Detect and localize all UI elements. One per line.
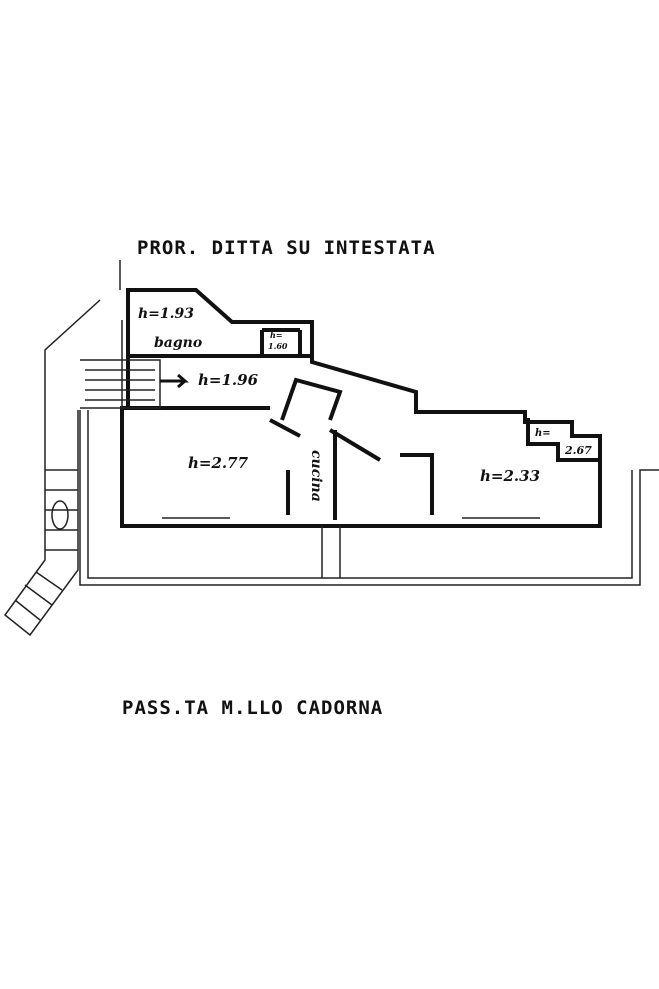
entry-arrow-icon [160, 373, 190, 389]
entry-height: h=1.96 [198, 371, 259, 389]
kitchen-label: cucina [308, 450, 324, 502]
right-room-height: h=2.33 [480, 467, 540, 485]
closet-height-value: 1.60 [268, 341, 288, 351]
living-room-height: h=2.77 [188, 454, 249, 472]
street-label: PASS.TA M.LLO CADORNA [122, 697, 383, 719]
exterior-walls [120, 288, 602, 528]
right-closet-label: h= [535, 428, 551, 439]
bathroom-height: h=1.93 [138, 306, 194, 322]
closet-height-label: h= [270, 330, 283, 340]
right-closet-height: 2.67 [564, 444, 592, 457]
external-staircase [3, 299, 101, 637]
bathroom-label: bagno [154, 335, 202, 351]
north-boundary-label: PROR. DITTA SU INTESTATA [137, 237, 436, 259]
terrace-outline [79, 260, 659, 586]
